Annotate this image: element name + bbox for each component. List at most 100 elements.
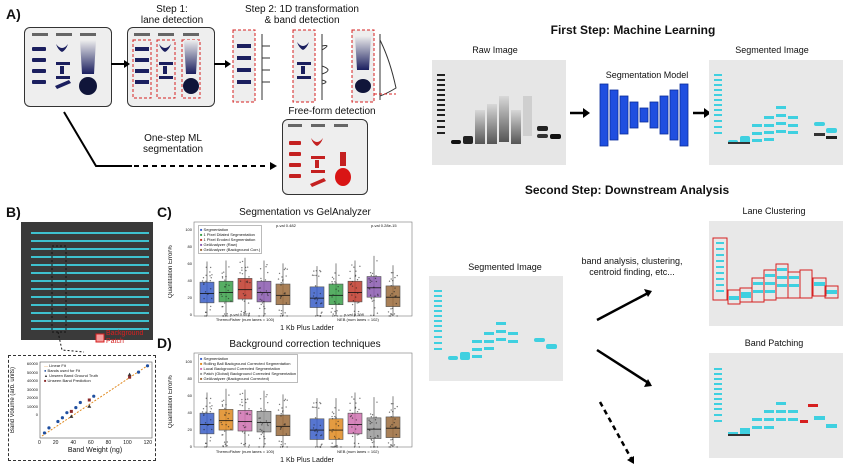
- jitter-point: [351, 396, 353, 398]
- jitter-point: [221, 276, 224, 278]
- jitter-point: [331, 415, 333, 418]
- step1-label: Step 1:lane detection: [140, 4, 204, 26]
- jitter-point: [395, 426, 397, 428]
- jitter-point: [349, 270, 351, 273]
- jitter-point: [267, 294, 269, 297]
- jitter-point: [377, 434, 379, 437]
- jitter-point: [332, 313, 334, 315]
- jitter-point: [369, 422, 371, 425]
- jitter-point: [201, 280, 204, 282]
- jitter-point: [205, 411, 207, 413]
- jitter-point: [284, 312, 286, 314]
- jitter-point: [286, 446, 288, 448]
- panel-c-title: Segmentation vs GelAnalyzer: [239, 207, 371, 218]
- jitter-point: [266, 423, 269, 425]
- jitter-point: [265, 266, 267, 268]
- jitter-point: [369, 413, 372, 415]
- jitter-point: [315, 274, 317, 277]
- jitter-point: [396, 405, 398, 408]
- jitter-point: [226, 313, 228, 315]
- jitter-point: [315, 446, 317, 448]
- jitter-point: [357, 310, 360, 313]
- jitter-point: [355, 419, 358, 421]
- jitter-point: [245, 269, 247, 272]
- jitter-point: [261, 432, 264, 434]
- jitter-point: [228, 266, 230, 268]
- jitter-point: [337, 285, 339, 288]
- jitter-point: [353, 446, 356, 448]
- jitter-point: [334, 437, 337, 439]
- jitter-point: [281, 411, 284, 413]
- lane-clustering-label: Lane Clustering: [742, 206, 806, 216]
- jitter-point: [314, 430, 316, 432]
- scatter-point: [60, 416, 64, 420]
- step2-lanes: [232, 29, 397, 103]
- jitter-point: [321, 311, 323, 313]
- jitter-point: [349, 277, 351, 280]
- jitter-point: [369, 279, 371, 281]
- panel-c-group2: NEB (num lanes = 102): [337, 317, 379, 322]
- jitter-point: [318, 407, 320, 409]
- jitter-point: [203, 283, 205, 286]
- scatter-point: [128, 375, 132, 379]
- fit-scatter-plot: [8, 355, 156, 461]
- jitter-point: [260, 409, 263, 412]
- jitter-point: [223, 441, 226, 443]
- jitter-point: [369, 281, 371, 284]
- jitter-point: [331, 418, 334, 420]
- jitter-point: [368, 287, 370, 290]
- jitter-point: [261, 294, 263, 296]
- jitter-point: [316, 431, 319, 433]
- jitter-point: [354, 296, 357, 298]
- jitter-point: [336, 315, 338, 317]
- jitter-point: [370, 314, 372, 316]
- jitter-point: [221, 295, 223, 298]
- jitter-point: [356, 434, 358, 436]
- jitter-point: [375, 275, 377, 277]
- jitter-point: [356, 279, 359, 281]
- jitter-point: [337, 290, 340, 292]
- segmented-gel-image-2: [429, 276, 563, 381]
- jitter-point: [356, 302, 358, 304]
- jitter-point: [351, 285, 354, 287]
- jitter-point: [371, 272, 374, 275]
- jitter-point: [284, 443, 286, 445]
- jitter-point: [335, 423, 337, 425]
- jitter-point: [209, 410, 212, 413]
- jitter-point: [267, 401, 269, 404]
- jitter-point: [351, 294, 353, 296]
- gel-icon-raw: [24, 27, 112, 107]
- box: [275, 283, 291, 306]
- jitter-point: [224, 414, 226, 416]
- gel1-bands: [32, 33, 97, 95]
- jitter-point: [392, 403, 394, 405]
- jitter-point: [282, 314, 284, 317]
- jitter-point: [247, 302, 250, 304]
- jitter-point: [338, 409, 340, 411]
- jitter-point: [258, 417, 260, 419]
- jitter-point: [264, 443, 266, 445]
- jitter-point: [264, 437, 266, 440]
- jitter-point: [241, 404, 244, 407]
- jitter-point: [285, 302, 288, 304]
- jitter-point: [284, 267, 287, 270]
- jitter-point: [221, 404, 224, 406]
- jitter-point: [240, 310, 243, 313]
- jitter-point: [242, 293, 245, 295]
- jitter-point: [358, 314, 361, 317]
- jitter-point: [241, 398, 243, 401]
- box: [237, 410, 253, 432]
- jitter-point: [332, 278, 335, 280]
- box: [256, 410, 272, 433]
- panel-c-xlabel: 1 Kb Plus Ladder: [280, 325, 334, 332]
- jitter-point: [351, 412, 354, 415]
- second-step-title: Second Step: Downstream Analysis: [524, 183, 730, 197]
- jitter-point: [377, 436, 379, 438]
- box: [328, 418, 344, 440]
- scatter-xlabel: Band Weight (ng): [67, 447, 123, 454]
- jitter-point: [262, 446, 265, 448]
- jitter-point: [319, 315, 321, 317]
